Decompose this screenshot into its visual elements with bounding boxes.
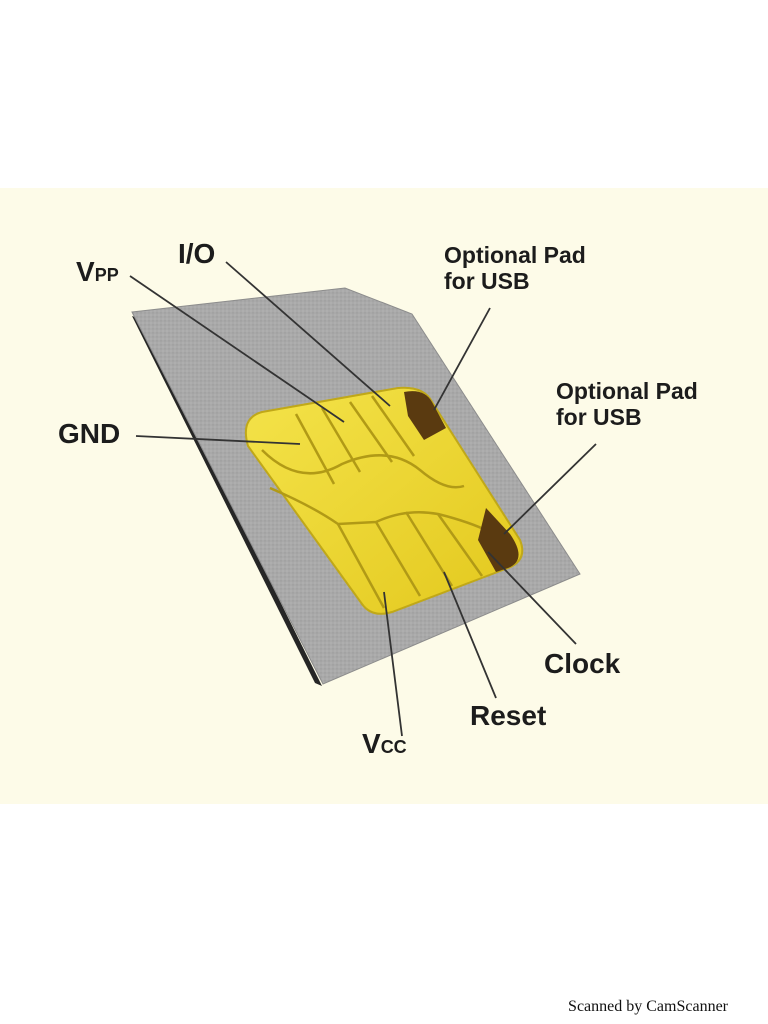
label-vpp: VPP bbox=[76, 256, 119, 288]
sim-card-illustration bbox=[129, 261, 597, 737]
label-usb-pad-top: Optional Pad for USB bbox=[444, 242, 586, 295]
leader-usb-right bbox=[503, 443, 597, 535]
leader-io bbox=[225, 261, 391, 407]
usb-pad-top bbox=[404, 391, 446, 440]
leader-gnd bbox=[135, 435, 301, 445]
leader-vpp bbox=[129, 275, 345, 423]
sim-card-pinout-diagram: VPP I/O Optional Pad for USB GND Optiona… bbox=[0, 188, 768, 804]
usb-pad-right bbox=[478, 508, 519, 572]
scanner-watermark: Scanned by CamScanner bbox=[568, 998, 728, 1015]
label-usb-pad-right-line1: Optional Pad bbox=[556, 378, 698, 404]
label-usb-pad-top-line1: Optional Pad bbox=[444, 242, 586, 268]
label-usb-pad-top-line2: for USB bbox=[444, 268, 530, 295]
chip-contact-dividers bbox=[261, 395, 491, 609]
leader-usb-top bbox=[433, 307, 491, 411]
label-gnd: GND bbox=[58, 418, 121, 449]
label-reset: Reset bbox=[470, 700, 547, 731]
label-vpp-sub: PP bbox=[94, 265, 119, 285]
label-io: I/O bbox=[178, 238, 216, 269]
label-vcc-main: V bbox=[362, 728, 381, 759]
leader-lines bbox=[129, 261, 597, 737]
label-vpp-main: V bbox=[76, 256, 95, 287]
leader-clock bbox=[487, 551, 577, 645]
sim-card-edge bbox=[132, 316, 322, 686]
label-vcc-sub: CC bbox=[380, 737, 407, 757]
leader-vcc bbox=[383, 591, 403, 737]
label-clock: Clock bbox=[544, 648, 621, 679]
label-usb-pad-right-line2: for USB bbox=[556, 404, 642, 431]
label-usb-pad-right: Optional Pad for USB bbox=[556, 378, 698, 431]
label-vcc: VCC bbox=[362, 728, 407, 760]
leader-reset bbox=[443, 571, 497, 699]
